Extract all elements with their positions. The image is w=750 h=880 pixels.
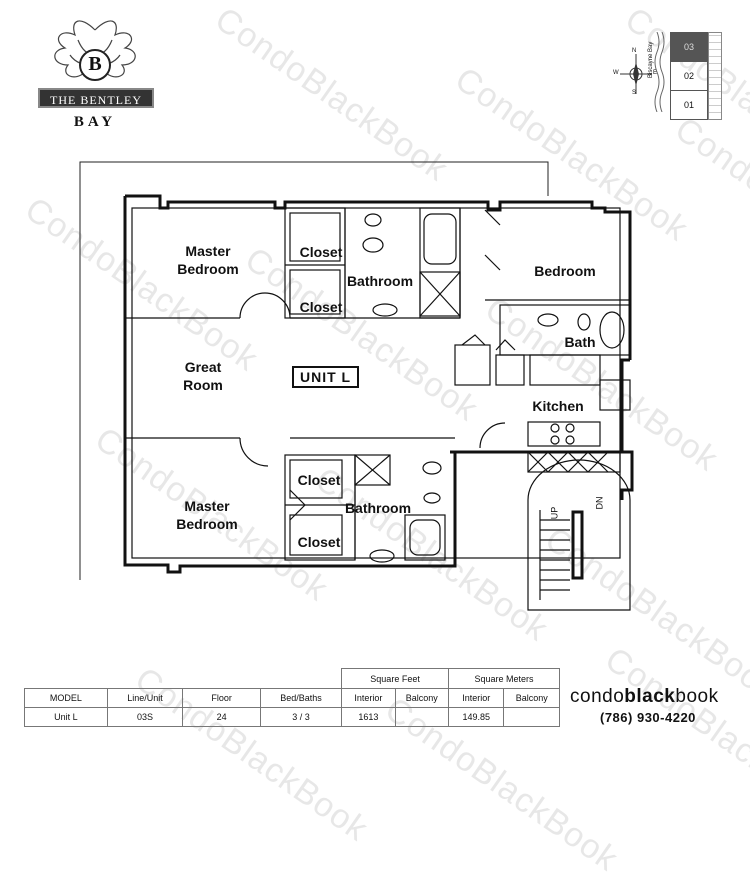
floor-plan xyxy=(79,161,634,611)
compass-east: E xyxy=(653,70,658,76)
col-sqft-interior: Interior xyxy=(341,688,396,708)
unit-label: UNIT L xyxy=(292,366,360,388)
building-logo: B THE BENTLEY BAY xyxy=(30,10,160,135)
key-plan: N S W E Biscayne Bay 03 02 01 xyxy=(610,30,730,130)
col-floor: Floor xyxy=(182,688,261,708)
cell-floor: 24 xyxy=(182,707,261,727)
cell-sqft-interior: 1613 xyxy=(341,707,396,727)
room-closet-1: Closet xyxy=(299,244,343,260)
compass-west: W xyxy=(613,70,619,76)
col-model: MODEL xyxy=(24,688,108,708)
logo-letter: B xyxy=(88,53,102,75)
brand-logo: condoblackbook xyxy=(570,686,719,708)
room-master-bedroom-top: Master Bedroom xyxy=(177,243,239,277)
room-closet-2: Closet xyxy=(299,299,343,315)
col-sqft-balcony: Balcony xyxy=(394,688,450,708)
compass-south: S xyxy=(632,90,637,96)
logo-subtitle: BAY xyxy=(73,114,117,130)
room-great-room: Great Room xyxy=(183,359,223,393)
brand-part-book: book xyxy=(675,686,719,707)
room-closet-3: Closet xyxy=(297,472,341,488)
brand-phone: (786) 930-4220 xyxy=(600,710,696,725)
stair-dn-label: DN xyxy=(594,496,605,510)
brand-part-condo: condo xyxy=(570,686,625,707)
col-bed-baths: Bed/Baths xyxy=(259,688,343,708)
brand-part-black: black xyxy=(624,686,676,707)
room-bathroom-bottom: Bathroom xyxy=(344,500,412,516)
cell-model: Unit L xyxy=(24,707,108,727)
cell-sqm-interior: 149.85 xyxy=(447,707,505,727)
col-sqm-balcony: Balcony xyxy=(503,688,560,708)
room-kitchen: Kitchen xyxy=(532,398,584,414)
cell-sqft-balcony xyxy=(394,707,450,727)
square-feet-header: Square Feet xyxy=(341,668,449,689)
compass-icon xyxy=(620,54,652,94)
keyplan-unit-01: 01 xyxy=(670,90,708,120)
cell-sqm-balcony xyxy=(503,707,560,727)
keyplan-unit-03: 03 xyxy=(670,32,708,62)
col-line-unit: Line/Unit xyxy=(106,688,184,708)
col-sqm-interior: Interior xyxy=(447,688,505,708)
room-bathroom-top: Bathroom xyxy=(346,273,414,289)
room-closet-4: Closet xyxy=(297,534,341,550)
water-icon xyxy=(654,32,665,112)
room-bedroom: Bedroom xyxy=(534,263,596,279)
room-master-bedroom-bottom: Master Bedroom xyxy=(176,498,238,532)
cell-line-unit: 03S xyxy=(106,707,184,727)
stair-up-label: UP xyxy=(549,506,560,520)
logo-name-banner: THE BENTLEY xyxy=(38,88,154,108)
compass-north: N xyxy=(632,48,637,54)
keyplan-strip xyxy=(708,32,722,120)
room-bath: Bath xyxy=(564,334,596,350)
square-meters-header: Square Meters xyxy=(448,668,560,689)
cell-bed-baths: 3 / 3 xyxy=(259,707,343,727)
unit-spec-table: Square Feet Square Meters MODEL Line/Uni… xyxy=(24,668,560,727)
